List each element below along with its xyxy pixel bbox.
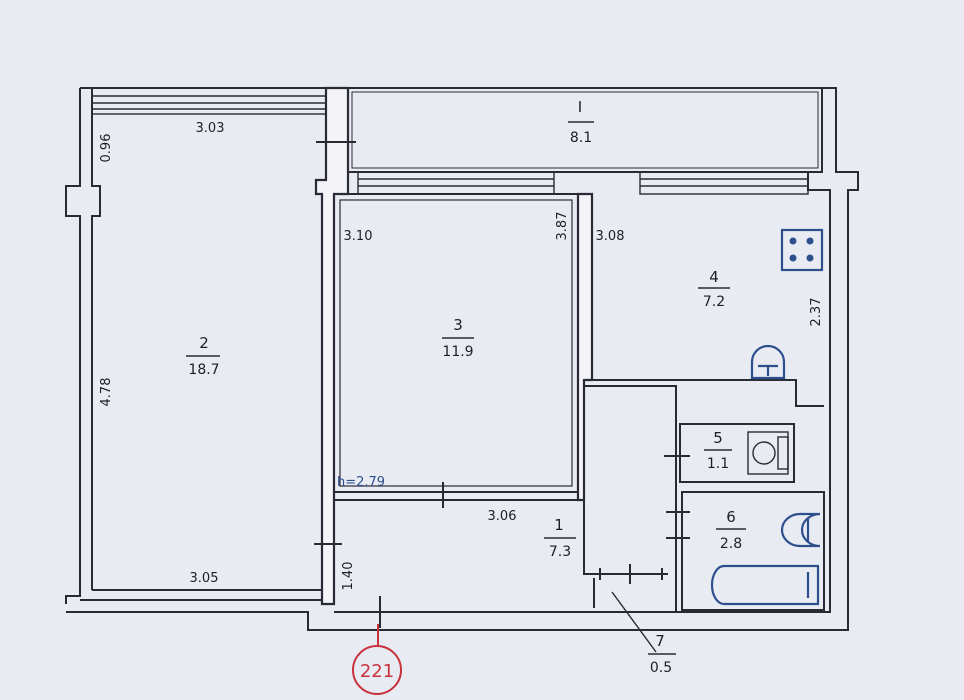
- dimension-room2-bottom: 3.05: [190, 571, 219, 586]
- dimension-room2-side: 4.78: [99, 378, 114, 407]
- kitchen-sink-icon: [750, 344, 786, 380]
- room-label-1: 1 7.3: [544, 516, 576, 560]
- washbasin-icon: [780, 512, 821, 548]
- window-room2: [91, 87, 329, 115]
- window-room4: [639, 171, 809, 195]
- room-number: I: [578, 98, 582, 116]
- room-number: 5: [713, 429, 723, 447]
- room-area: 8.1: [570, 130, 592, 146]
- room-number: 7: [655, 632, 665, 650]
- apartment-number: 221: [360, 661, 394, 682]
- bathtub-icon: [710, 564, 820, 606]
- room-area: 7.3: [549, 544, 571, 560]
- room-area: 2.8: [720, 536, 742, 552]
- room-area: 0.5: [650, 660, 672, 676]
- door-marks: [314, 141, 690, 653]
- room-label-I: I 8.1: [568, 98, 594, 146]
- toilet-icon: [747, 431, 789, 475]
- dimension-hall-top: 3.06: [488, 509, 517, 524]
- room-label-5: 5 1.1: [704, 429, 732, 472]
- dimension-room4-top: 3.08: [596, 229, 625, 244]
- dimension-room3-side: 3.87: [555, 212, 570, 241]
- stove-icon: [780, 228, 824, 272]
- room-number: 4: [709, 268, 719, 286]
- apartment-number-stamp: 221: [352, 624, 402, 695]
- room-label-4: 4 7.2: [698, 268, 730, 310]
- dimension-hall-side: 1.40: [341, 562, 356, 591]
- room-area: 18.7: [188, 362, 219, 378]
- room-label-2: 2 18.7: [186, 334, 220, 378]
- dimension-room2-balcony-side: 0.96: [99, 134, 114, 163]
- room-number: 3: [453, 316, 463, 334]
- room-number: 6: [726, 508, 736, 526]
- room-area: 1.1: [707, 456, 729, 472]
- room-label-3: 3 11.9: [442, 316, 474, 360]
- ceiling-height-label: h=2.79: [337, 475, 385, 490]
- room-number: 1: [554, 516, 564, 534]
- room-label-6: 6 2.8: [716, 508, 746, 552]
- room-area: 11.9: [442, 344, 473, 360]
- dimension-room3-top: 3.10: [344, 229, 373, 244]
- interior-walls: [314, 86, 825, 612]
- room-label-7: 7 0.5: [648, 632, 676, 676]
- dimensions: 3.03 0.96 4.78 3.05 3.10 3.87 3.08 2.37 …: [99, 121, 824, 590]
- dimension-room2-top: 3.03: [196, 121, 225, 136]
- room-area: 7.2: [703, 294, 725, 310]
- window-room3: [357, 171, 555, 195]
- dimension-room4-side: 2.37: [809, 298, 824, 327]
- room-number: 2: [199, 334, 209, 352]
